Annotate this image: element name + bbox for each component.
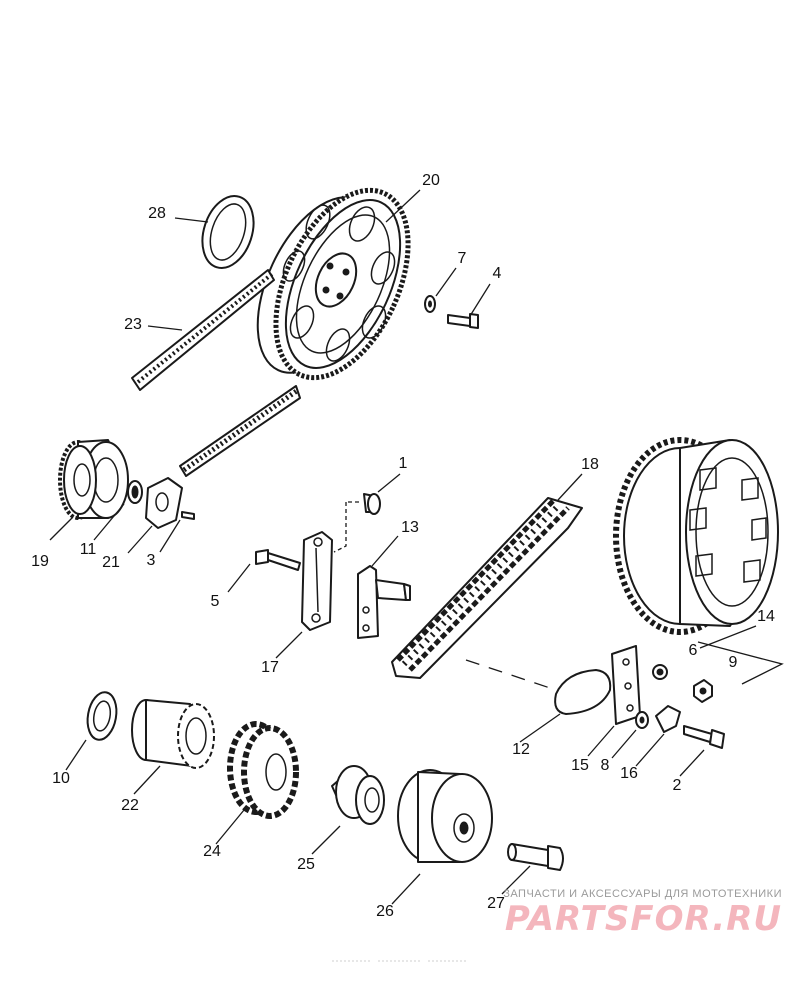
- footer-faint-mark: [332, 960, 468, 962]
- callout-4: 4: [493, 265, 502, 282]
- callout-26: 26: [376, 903, 394, 920]
- callout-19: 19: [31, 553, 49, 570]
- callout-9: 9: [729, 654, 738, 671]
- leader-lines: [49, 189, 757, 905]
- watermark: ЗАПЧАСТИ И АКСЕССУАРЫ ДЛЯ МОТОТЕХНИКИ PA…: [462, 888, 782, 938]
- callout-16: 16: [620, 765, 638, 782]
- part-24-compensator-sprocket: [227, 721, 299, 819]
- part-5-bolt: [255, 549, 301, 571]
- part-13-tensioner-bracket: [357, 565, 411, 639]
- part-3-screw: [181, 511, 195, 520]
- part-10-spacer-ring: [86, 691, 118, 741]
- callout-23: 23: [124, 316, 142, 333]
- part-4-bolt: [447, 313, 479, 329]
- callout-20: 20: [422, 172, 440, 189]
- part-14-rear-sprocket: [613, 437, 779, 635]
- callout-10: 10: [52, 770, 70, 787]
- callout-27: 27: [487, 895, 505, 912]
- part-18-drive-chain: [391, 497, 583, 679]
- callout-12: 12: [512, 741, 530, 758]
- watermark-logo: PARTSFOR.RU: [504, 899, 782, 939]
- part-7-washer: [424, 295, 436, 313]
- part-6-washer: [652, 664, 668, 680]
- callout-8: 8: [601, 757, 610, 774]
- callout-25: 25: [297, 856, 315, 873]
- part-22-sprocket-hub: [131, 699, 215, 769]
- callout-22: 22: [121, 797, 139, 814]
- part-2-bolt: [683, 725, 725, 749]
- part-19-front-pulley: [58, 439, 129, 520]
- callout-21: 21: [102, 554, 120, 571]
- callout-18: 18: [581, 456, 599, 473]
- callout-24: 24: [203, 843, 221, 860]
- callout-11: 11: [80, 541, 97, 558]
- part-1-screw: [363, 493, 381, 515]
- part-21-lock-plate: [145, 477, 183, 529]
- part-12-chain-slider: [554, 669, 612, 715]
- callout-1: 1: [399, 455, 408, 472]
- part-9-nut: [693, 679, 713, 703]
- callout-15: 15: [571, 757, 589, 774]
- part-26-compensator-drum: [397, 769, 493, 863]
- part-15-mounting-plate: [611, 645, 641, 725]
- callout-labels: 1 2 3 4 5 6 7 8 9 10 11 12 13 14 15 16 1…: [31, 172, 775, 920]
- watermark-tagline: ЗАПЧАСТИ И АКСЕССУАРЫ ДЛЯ МОТОТЕХНИКИ: [503, 888, 782, 900]
- part-27-sleeve-nut: [507, 843, 564, 871]
- part-11-spacer: [127, 480, 143, 504]
- part-28-snap-ring: [201, 195, 255, 269]
- part-20-rear-pulley: [256, 187, 411, 381]
- callout-3: 3: [147, 552, 156, 569]
- callout-2: 2: [673, 777, 682, 794]
- part-17-adjuster-bracket: [301, 531, 333, 631]
- callout-14: 14: [757, 608, 775, 625]
- part-16-lock-plate: [655, 705, 681, 733]
- callout-28: 28: [148, 205, 166, 222]
- callout-13: 13: [401, 519, 419, 536]
- callout-5: 5: [211, 593, 220, 610]
- callout-7: 7: [458, 250, 467, 267]
- callout-17: 17: [261, 659, 279, 676]
- part-25-compensator-cam: [331, 765, 385, 825]
- part-8-washer: [635, 711, 649, 729]
- callout-6: 6: [689, 642, 698, 659]
- part-23-drive-belt: [131, 269, 301, 477]
